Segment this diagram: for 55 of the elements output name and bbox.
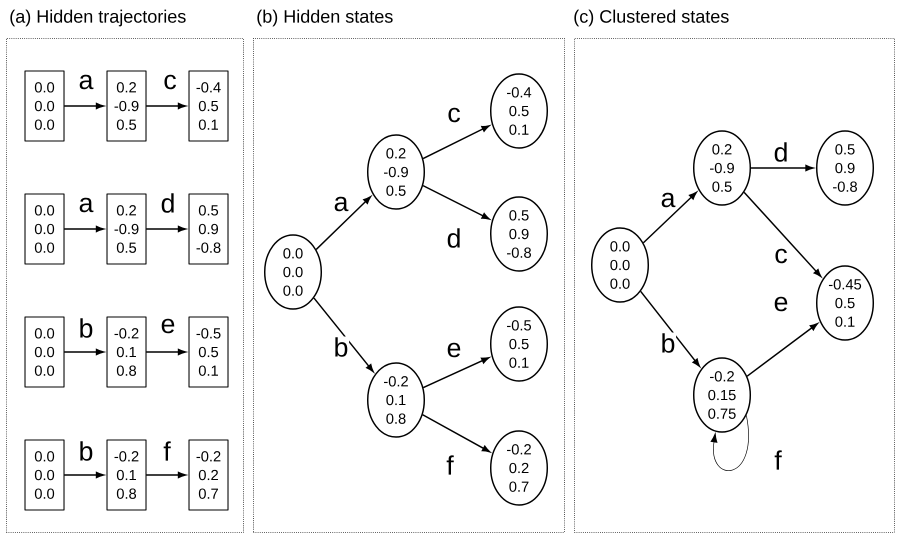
state-box: 0.2 -0.9 0.5	[106, 70, 147, 142]
edge-label: f	[446, 454, 454, 476]
arrow	[64, 348, 104, 356]
edge-label: d	[772, 142, 790, 162]
panel-title: (b) Hidden states	[257, 10, 393, 26]
arrow	[640, 290, 700, 367]
edge-label: d	[160, 192, 176, 214]
edge-label: a	[332, 196, 350, 212]
state-box: -0.2 0.2 0.7	[188, 439, 229, 511]
arrow	[744, 192, 822, 277]
edge-label: d	[446, 228, 462, 248]
edge-label: b	[78, 440, 94, 462]
state-box: 0.5 0.9 -0.8	[188, 193, 229, 265]
edge-label: a	[660, 192, 676, 208]
state-box: 0.2 -0.9 0.5	[106, 193, 147, 265]
edge-label: f	[162, 440, 172, 462]
state-box: 0.0 0.0 0.0	[24, 193, 65, 265]
edge-label: c	[774, 248, 788, 264]
arrow	[146, 226, 186, 232]
arrow	[146, 472, 186, 478]
edge-label: b	[78, 318, 94, 338]
arrow	[146, 102, 186, 110]
state-box: 0.0 0.0 0.0	[24, 316, 65, 388]
panel-title: (c) Clustered states	[574, 10, 729, 26]
arrow	[64, 472, 104, 478]
edge-label: c	[162, 74, 178, 90]
state-box: 0.0 0.0 0.0	[24, 70, 65, 142]
edge-label: f	[774, 450, 782, 470]
edge-label: b	[332, 336, 350, 358]
edge-label: e	[446, 342, 462, 358]
state-box: -0.5 0.5 0.1	[188, 316, 229, 388]
arrow	[313, 298, 374, 372]
arrow	[751, 164, 814, 172]
arrow	[316, 196, 372, 250]
arrow	[146, 348, 186, 356]
edge-label: a	[78, 197, 94, 213]
arrow	[422, 125, 490, 160]
edge-label: c	[446, 107, 462, 123]
arrow	[642, 192, 697, 244]
state-box: 0.0 0.0 0.0	[24, 439, 65, 511]
loop-arrow	[710, 415, 749, 471]
arrow	[746, 323, 818, 377]
edge-label: e	[160, 318, 176, 334]
arrow	[423, 357, 490, 388]
arrow	[64, 102, 104, 110]
edge-label: b	[660, 332, 676, 354]
state-box: -0.4 0.5 0.1	[188, 70, 229, 142]
edge-label: a	[78, 74, 94, 90]
arrow	[422, 184, 490, 220]
panel-title: (a) Hidden trajectories	[10, 10, 186, 26]
arrow	[422, 414, 490, 452]
edge-label: e	[772, 296, 790, 312]
state-box: -0.2 0.1 0.8	[106, 439, 147, 511]
arrow	[64, 226, 104, 232]
state-box: -0.2 0.1 0.8	[106, 316, 147, 388]
